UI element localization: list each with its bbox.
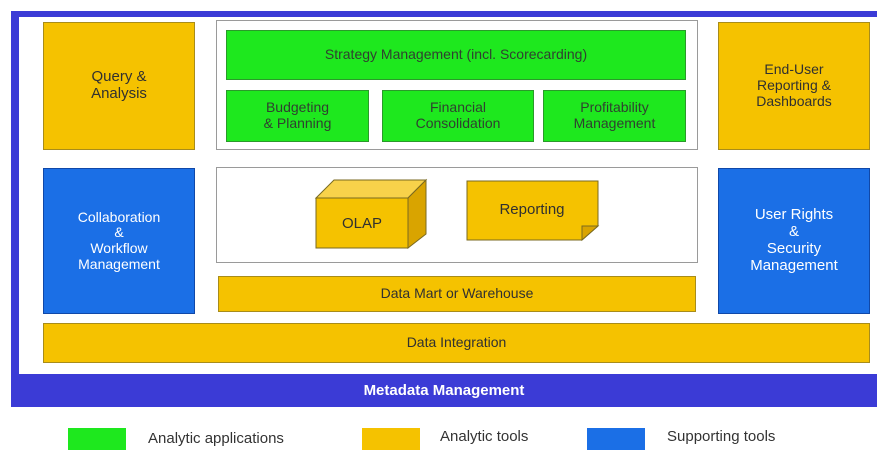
legend-swatch-supporting-tools	[587, 428, 645, 450]
collaboration-workflow-block: Collaboration & Workflow Management	[43, 168, 195, 314]
legend-label-analytic-tools: Analytic tools	[440, 428, 529, 445]
legend-label-supporting-tools: Supporting tools	[667, 428, 776, 445]
strategy-management-block: Strategy Management (incl. Scorecarding)	[226, 30, 686, 80]
metadata-management-label: Metadata Management	[363, 382, 525, 399]
financial-consolidation-block: Financial Consolidation	[382, 90, 534, 142]
budgeting-planning-block: Budgeting & Planning	[226, 90, 369, 142]
end-user-reporting-block: End-User Reporting & Dashboards	[718, 22, 870, 150]
query-analysis-block: Query & Analysis	[43, 22, 195, 150]
legend-label-analytic-applications: Analytic applications	[148, 430, 284, 447]
olap-label: OLAP	[342, 215, 382, 232]
legend-swatch-analytic-applications	[68, 428, 126, 450]
reporting-document: Reporting	[466, 180, 600, 242]
data-integration-block: Data Integration	[43, 323, 870, 363]
user-rights-security-block: User Rights & Security Management	[718, 168, 870, 314]
legend-swatch-analytic-tools	[362, 428, 420, 450]
reporting-label: Reporting	[499, 201, 564, 218]
profitability-management-block: Profitability Management	[543, 90, 686, 142]
data-mart-block: Data Mart or Warehouse	[218, 276, 696, 312]
analytic-tools-container	[216, 167, 698, 263]
olap-cube: OLAP	[314, 178, 428, 250]
